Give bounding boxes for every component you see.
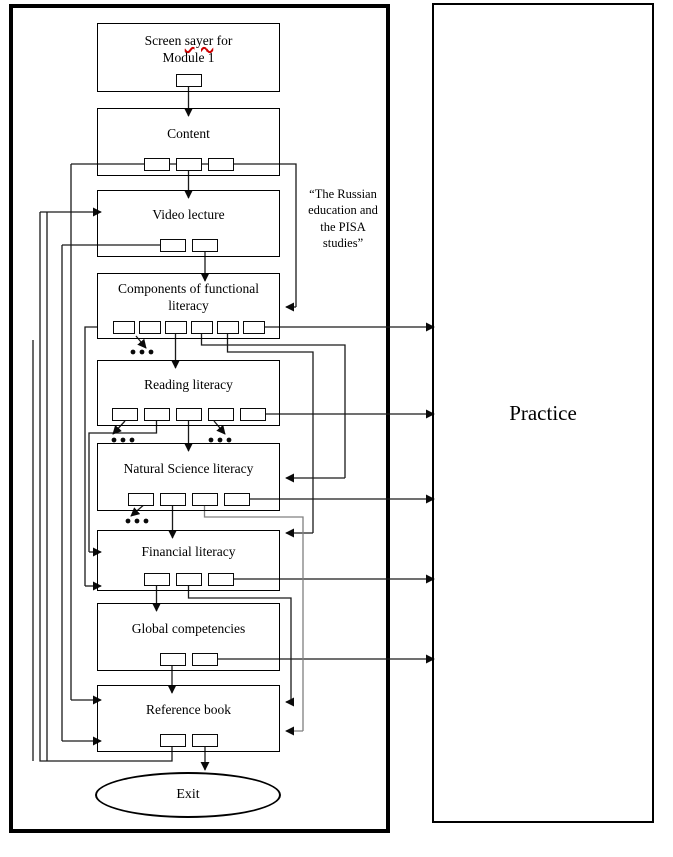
box-video-lecture-label: Video lecture [152, 207, 225, 223]
nav-button[interactable] [175, 573, 202, 586]
nav-button[interactable] [175, 408, 202, 421]
nav-button[interactable] [239, 408, 266, 421]
annotation-russian-education: “The Russian education and the PISA stud… [308, 187, 378, 250]
screen-saver-misspelled-word: sayer [184, 32, 214, 48]
nav-button[interactable] [242, 321, 265, 334]
flow-arrows [32, 86, 435, 771]
nav-button[interactable] [138, 321, 161, 334]
button-row [98, 573, 279, 586]
practice-panel: Practice [432, 3, 654, 823]
box-screen-saver-label: Screen sayer for Module 1 [145, 16, 233, 84]
box-content: Content [97, 108, 280, 176]
box-global-competencies-label: Global competencies [131, 620, 246, 636]
button-row [98, 74, 279, 87]
screen-saver-label-pre: Screen [144, 32, 185, 48]
nav-button[interactable] [207, 573, 234, 586]
box-reading-literacy-label: Reading literacy [144, 376, 233, 392]
box-components-label: Components of functional literacy [118, 281, 259, 313]
button-row [98, 493, 279, 506]
button-row [98, 408, 279, 421]
nav-button[interactable] [190, 321, 213, 334]
nav-button[interactable] [112, 321, 135, 334]
nav-button[interactable] [175, 74, 202, 87]
module-frame [9, 4, 390, 833]
nav-button[interactable] [191, 653, 218, 666]
nav-button[interactable] [164, 321, 187, 334]
exit-label: Exit [176, 787, 200, 802]
button-row [98, 239, 279, 252]
box-reference-book-label: Reference book [145, 702, 232, 718]
button-row [98, 158, 279, 171]
button-row [98, 321, 279, 334]
screen-saver-label-post: for [213, 32, 233, 48]
nav-button[interactable] [159, 734, 186, 747]
box-screen-saver: Screen sayer for Module 1 [97, 23, 280, 92]
box-financial-literacy-label: Financial literacy [141, 544, 236, 560]
box-components: Components of functional literacy [97, 273, 280, 339]
nav-button[interactable] [175, 158, 202, 171]
exit-node[interactable]: Exit [95, 772, 281, 818]
box-natural-science: Natural Science literacy [97, 443, 280, 511]
nav-button[interactable] [207, 408, 234, 421]
box-reading-literacy: Reading literacy [97, 360, 280, 426]
nav-button[interactable] [111, 408, 138, 421]
nav-button[interactable] [191, 734, 218, 747]
nav-button[interactable] [143, 573, 170, 586]
nav-button[interactable] [159, 653, 186, 666]
button-row [98, 653, 279, 666]
nav-button[interactable] [207, 158, 234, 171]
nav-button[interactable] [191, 239, 218, 252]
box-global-competencies: Global competencies [97, 603, 280, 671]
nav-button[interactable] [223, 493, 250, 506]
nav-button[interactable] [143, 408, 170, 421]
nav-button[interactable] [159, 493, 186, 506]
box-natural-science-label: Natural Science literacy [123, 460, 254, 476]
box-video-lecture: Video lecture [97, 190, 280, 257]
nav-button[interactable] [143, 158, 170, 171]
box-reference-book: Reference book [97, 685, 280, 752]
box-content-label: Content [167, 125, 210, 141]
box-financial-literacy: Financial literacy [97, 530, 280, 591]
screen-saver-label-line2: Module 1 [162, 49, 215, 65]
nav-button[interactable] [159, 239, 186, 252]
ellipsis-dots [111, 349, 232, 524]
nav-button[interactable] [216, 321, 239, 334]
button-row [98, 734, 279, 747]
practice-label: Practice [509, 400, 577, 425]
nav-button[interactable] [127, 493, 154, 506]
nav-button[interactable] [191, 493, 218, 506]
